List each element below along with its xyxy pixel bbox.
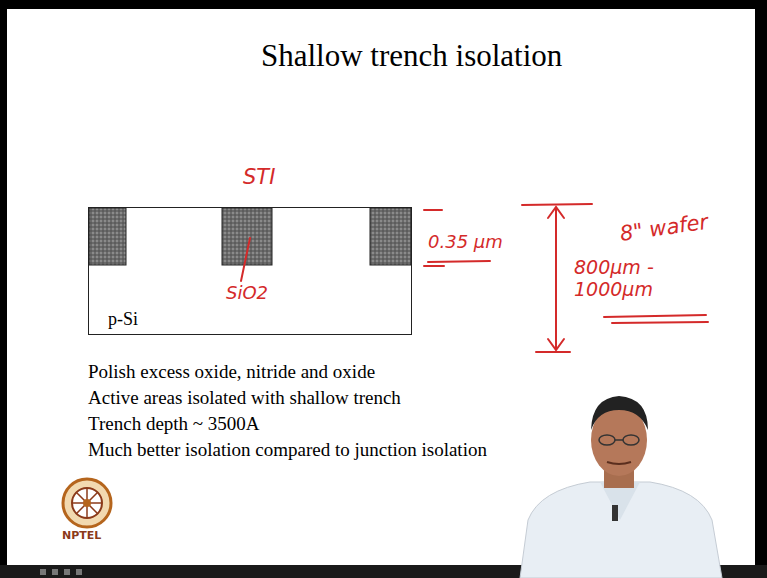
bullet-text: Polish excess oxide, nitride and oxide: [88, 361, 375, 383]
substrate-box: p-Si: [88, 207, 412, 335]
dimension-label: 800μm - 1000μm: [574, 257, 692, 301]
handwritten-note: STI: [243, 165, 275, 189]
underline: [604, 315, 706, 317]
arrow-head: [548, 207, 564, 218]
dimension-tick: [424, 209, 442, 211]
presenter: [520, 396, 722, 578]
region-label: p-Si: [108, 309, 138, 330]
dimension-arrow: [555, 208, 557, 349]
oxide-trench: [89, 208, 126, 265]
bullet-text: Active areas isolated with shallow trenc…: [88, 387, 401, 409]
toolbar-icons: [40, 569, 82, 575]
bullet-text: Trench depth ~ 3500A: [88, 413, 260, 435]
slide-title: Shallow trench isolation: [261, 38, 562, 74]
handwritten-note: SiO2: [226, 283, 268, 304]
underline: [428, 261, 490, 262]
underline: [612, 322, 708, 323]
bullet-text: Much better isolation compared to juncti…: [88, 439, 487, 461]
logo-text: NPTEL: [62, 530, 101, 543]
dimension-label: 0.35 μm: [428, 232, 503, 253]
leader-line: [241, 238, 250, 281]
arrow-head: [548, 339, 564, 350]
oxide-trench: [370, 208, 411, 265]
dimension-tick: [522, 204, 592, 205]
dimension-tick: [536, 351, 570, 353]
nptel-logo: [63, 479, 111, 527]
dimension-tick: [424, 265, 444, 267]
